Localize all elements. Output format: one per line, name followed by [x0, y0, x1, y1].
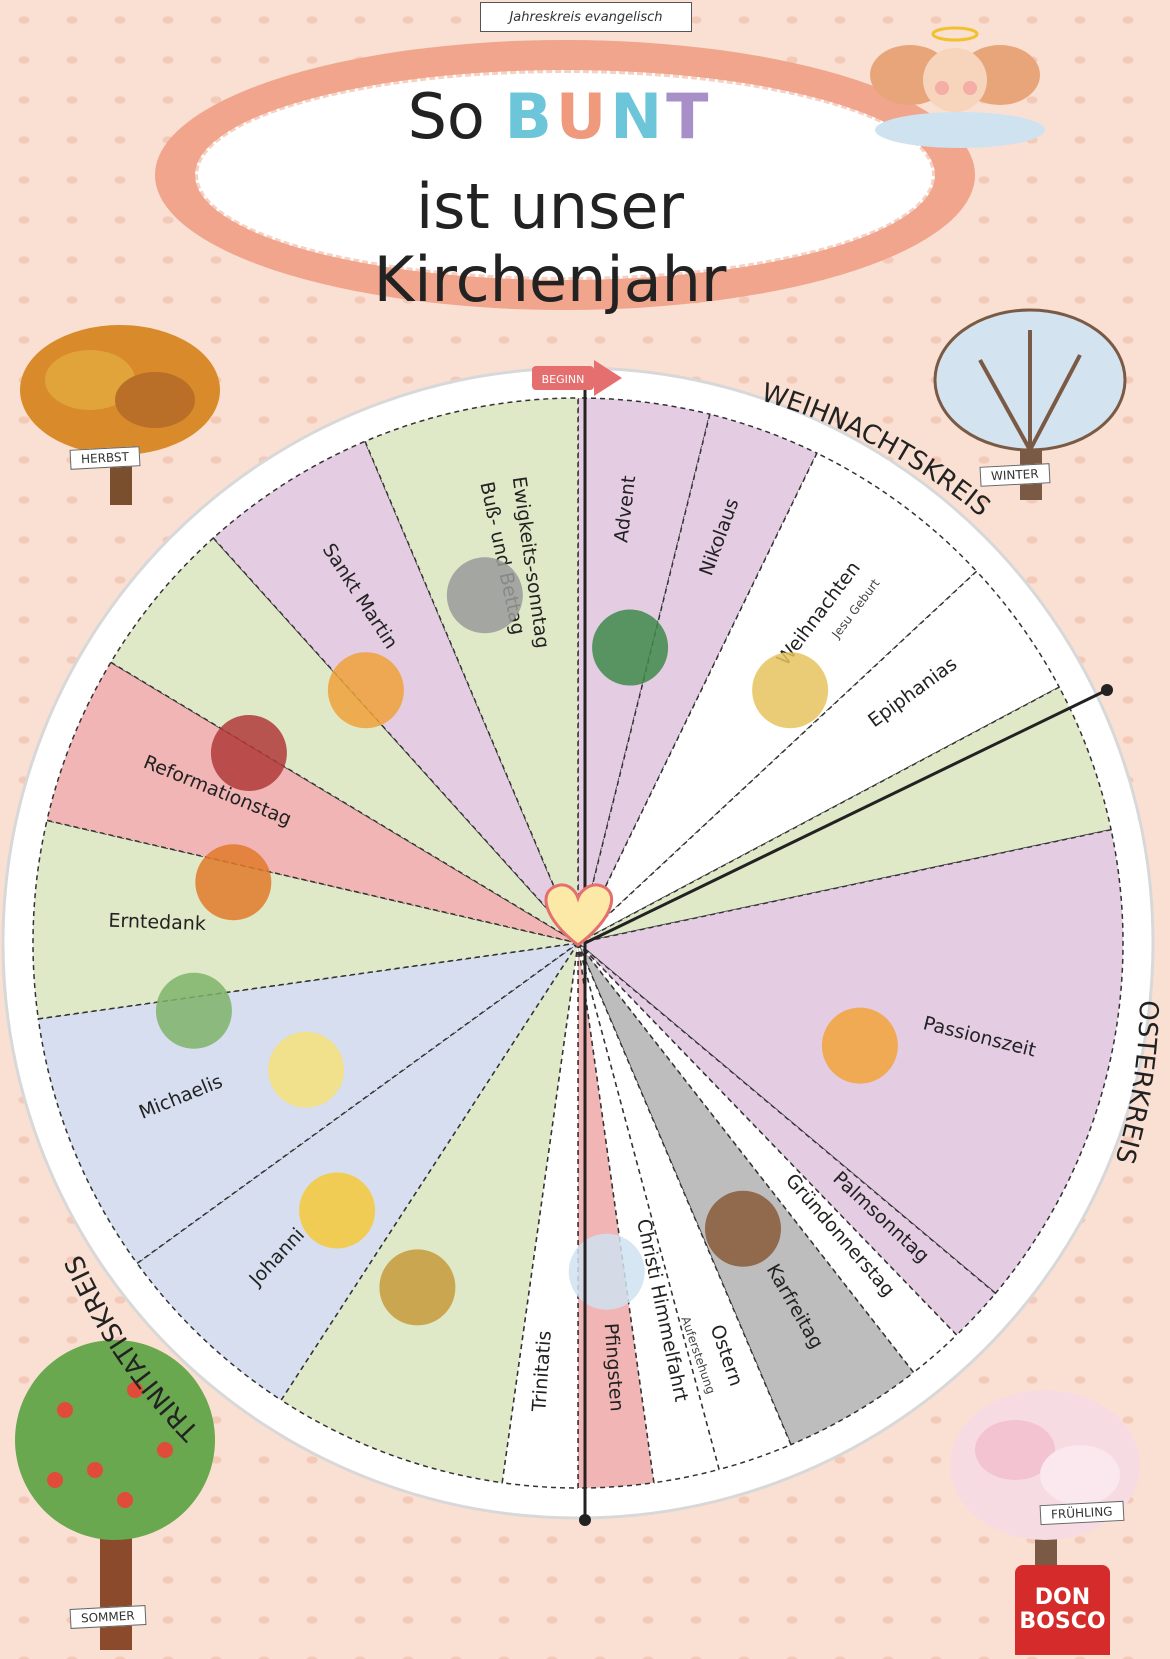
autumn-tree — [20, 325, 220, 505]
start-flag: BEGINN — [532, 360, 622, 396]
publisher-logo: DON BOSCO — [1015, 1565, 1110, 1655]
start-flag-label: BEGINN — [542, 373, 585, 386]
wheel-sector-17 — [46, 661, 579, 944]
advent-wreath-illustration — [592, 609, 669, 686]
title-accent-letter: U — [555, 80, 611, 153]
wheel-sectors — [32, 397, 1124, 1489]
sun-illustration — [299, 1172, 376, 1249]
publisher-line2: BOSCO — [1019, 1609, 1106, 1634]
center-heart — [544, 883, 614, 947]
gravestone-illustration — [446, 557, 523, 634]
publisher-line1: DON — [1034, 1584, 1091, 1610]
title-accent-letter: T — [666, 80, 713, 153]
harvest-child-illustration — [195, 844, 272, 921]
epiphany-line — [584, 688, 1108, 945]
wheel-sector-10 — [577, 942, 720, 1484]
wheel-sector-14 — [136, 942, 579, 1402]
michael-angel-illustration — [155, 972, 232, 1049]
manger-illustration — [752, 652, 829, 729]
title-line1: So BUNT — [300, 80, 820, 153]
luther-rose-illustration — [210, 715, 287, 791]
wheel-sector-7 — [577, 942, 958, 1374]
wheel-sector-6 — [577, 942, 997, 1337]
wheel-sector-9 — [577, 942, 792, 1471]
title-accent: BUNT — [505, 80, 713, 153]
crucifix-illustration — [705, 1190, 781, 1267]
wheel-sector-3 — [577, 570, 1061, 944]
wheel-sector-16 — [32, 819, 579, 1020]
wheel-sector-13 — [280, 942, 579, 1484]
start-line-end — [579, 1514, 591, 1526]
lantern-procession-illustration — [327, 652, 404, 729]
summer-tree — [15, 1340, 215, 1650]
title-frame-inner — [195, 70, 935, 280]
resurrection-illustration — [568, 1233, 645, 1310]
wheel-sector-20 — [364, 397, 579, 944]
title-accent-text: BUNT — [505, 80, 713, 153]
header-tag: Jahreskreis evangelisch — [480, 2, 692, 32]
church-illustration — [379, 1249, 456, 1326]
title-line2: ist unser Kirchenjahr — [373, 170, 727, 316]
title-prefix: So — [407, 80, 485, 153]
segment-label-14: Erntedank — [108, 910, 206, 935]
passion-child-illustration — [821, 1007, 898, 1084]
title-accent-letter: N — [610, 80, 667, 153]
title-accent-letter: B — [504, 80, 556, 153]
wheel-sector-18 — [109, 536, 579, 944]
wheel-sector-1 — [577, 413, 818, 944]
moon-illustration — [268, 1031, 345, 1108]
angel-illustration — [870, 26, 1045, 148]
epiphany-line-end — [1101, 684, 1113, 696]
